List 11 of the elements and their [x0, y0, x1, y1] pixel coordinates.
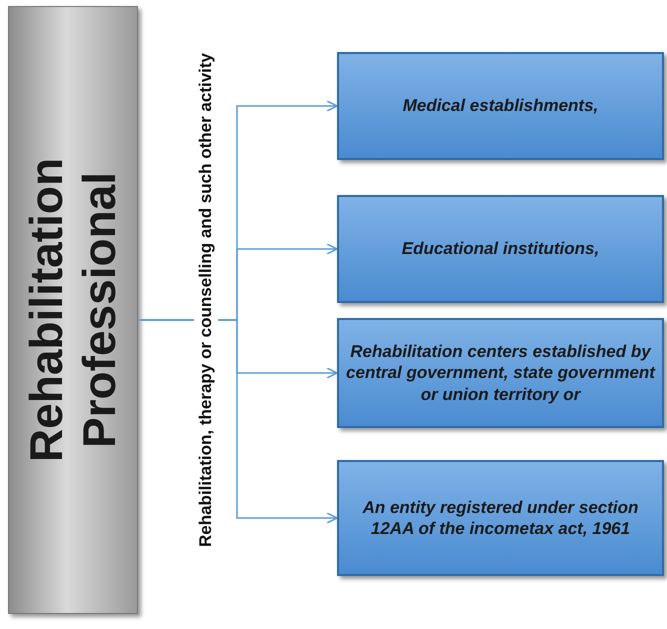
- box-text: Rehabilitation centers established by central government, state government or union territory or: [345, 341, 656, 405]
- box-text: An entity registered under section 12AA of the incometax act, 1961: [361, 496, 640, 540]
- connector-arrow: [138, 319, 338, 524]
- box-text: Medical establishments,: [402, 95, 598, 117]
- box-text: Rehabilitation Professional: [20, 156, 126, 464]
- destination-box: [337, 318, 664, 428]
- destination-box: [337, 460, 664, 576]
- destination-box: [337, 52, 664, 160]
- destination-box: [337, 195, 664, 303]
- title-box: [8, 6, 138, 614]
- box-text: Educational institutions,: [402, 238, 600, 260]
